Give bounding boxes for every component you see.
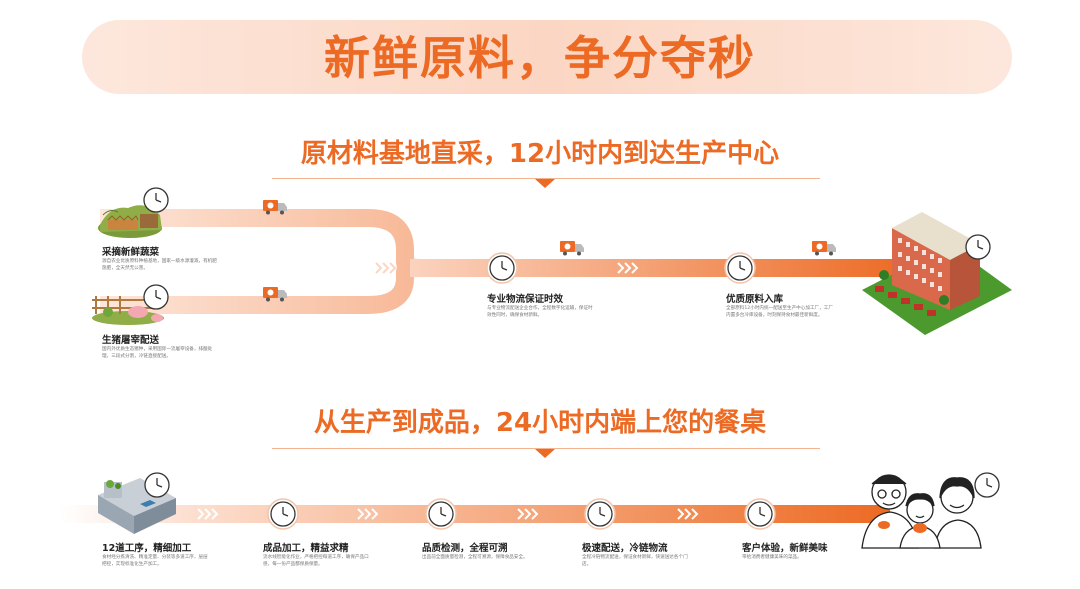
truck-icon — [560, 241, 584, 256]
step-title: 品质检测，全程可溯 — [422, 543, 508, 554]
clock-icon — [747, 501, 773, 527]
step-pork: 生猪屠宰配送 国内外优质生态猪种，采用国际一流屠宰设备，排酸处理，三段式分割，冷… — [102, 334, 217, 360]
section2-divider — [272, 448, 820, 449]
step-inspection: 品质检测，全程可溯 出品前全面质量检测，全程可溯源，保障食品安全。 — [422, 542, 532, 562]
truck-icon — [812, 241, 836, 256]
pipe-main — [410, 259, 910, 277]
clock-icon — [489, 255, 515, 281]
step-desc: 食材经分拣清洗、精准定量、分装等多道工序，层层把控，实现标准化生产加工。 — [102, 555, 208, 567]
step-title: 采摘新鲜蔬菜 — [102, 247, 160, 258]
step-title: 12道工序，精细加工 — [102, 543, 192, 554]
step-storage: 优质原料入库 全部原料12小时内统一配送至生产中心加工厂，工厂内置多台冷库设备，… — [726, 293, 836, 319]
step-title: 客户体验，新鲜美味 — [742, 543, 828, 554]
step-processing: 12道工序，精细加工 食材经分拣清洗、精准定量、分装等多道工序，层层把控，实现标… — [102, 542, 212, 568]
step-title: 极速配送，冷链物流 — [582, 543, 668, 554]
section2-title: 从生产到成品，24小时内端上您的餐桌 — [313, 408, 767, 438]
family-icon — [861, 474, 982, 549]
step-title: 成品加工，精益求精 — [263, 543, 349, 554]
step-title: 优质原料入库 — [726, 294, 784, 305]
pipe-section2 — [60, 505, 890, 523]
step-desc: 国内外优质生态猪种，采用国际一流屠宰设备，排酸处理，三段式分割，冷链直接配送。 — [102, 347, 213, 359]
step-logistics: 专业物流保证时效 与专业物流配送企业合作，全程数字化运输，保证时效性同时，确保食… — [487, 293, 597, 319]
clock-icon — [143, 187, 169, 213]
clock-icon — [143, 284, 169, 310]
step-desc: 出品前全面质量检测，全程可溯源，保障食品安全。 — [422, 555, 528, 560]
step-title: 生猪屠宰配送 — [102, 335, 160, 346]
clock-icon — [270, 501, 296, 527]
pig-farm-icon — [92, 296, 164, 325]
clock-icon — [144, 472, 170, 498]
section1-title: 原材料基地直采，12小时内到达生产中心 — [300, 139, 780, 169]
step-desc: 流水线智能化作业，严格把控每道工序，确保产品口感，每一份产品都保质保量。 — [263, 555, 369, 567]
clock-icon — [727, 255, 753, 281]
step-desc: 全程冷链物流配送，保证食材新鲜，快速送达各个门店。 — [582, 555, 688, 567]
step-desc: 全部原料12小时内统一配送至生产中心加工厂，工厂内置多台冷库设备，时刻保持食材最… — [726, 306, 833, 318]
section1-chevron — [535, 179, 555, 188]
arrows-icon — [375, 262, 639, 274]
clock-icon — [974, 472, 1000, 498]
clock-icon — [965, 234, 991, 260]
step-desc: 带给消费者健康美味的菜品。 — [742, 555, 802, 560]
step-title: 专业物流保证时效 — [487, 294, 564, 305]
step-delivery: 极速配送，冷链物流 全程冷链物流配送，保证食材新鲜，快速送达各个门店。 — [582, 542, 692, 568]
header-banner — [82, 20, 1012, 94]
step-desc: 源自农业优质原料种植基地，国家一级水源灌溉，有机肥施肥，全天然无公害。 — [102, 259, 217, 271]
step-desc: 与专业物流配送企业合作，全程数字化运输，保证时效性同时，确保食材新鲜。 — [487, 306, 593, 318]
step-vegetables: 采摘新鲜蔬菜 源自农业优质原料种植基地，国家一级水源灌溉，有机肥施肥，全天然无公… — [102, 246, 217, 272]
arrows-icon — [197, 508, 699, 520]
page-title: 新鲜原料，争分夺秒 — [324, 31, 756, 85]
clock-icon — [428, 501, 454, 527]
factory-icon — [862, 212, 1012, 335]
clock-icon — [587, 501, 613, 527]
section2-chevron — [535, 449, 555, 458]
section1-divider — [272, 178, 820, 179]
step-finishing: 成品加工，精益求精 流水线智能化作业，严格把控每道工序，确保产品口感，每一份产品… — [263, 542, 373, 568]
vegetable-farm-icon — [98, 205, 162, 238]
step-experience: 客户体验，新鲜美味 带给消费者健康美味的菜品。 — [742, 542, 852, 562]
